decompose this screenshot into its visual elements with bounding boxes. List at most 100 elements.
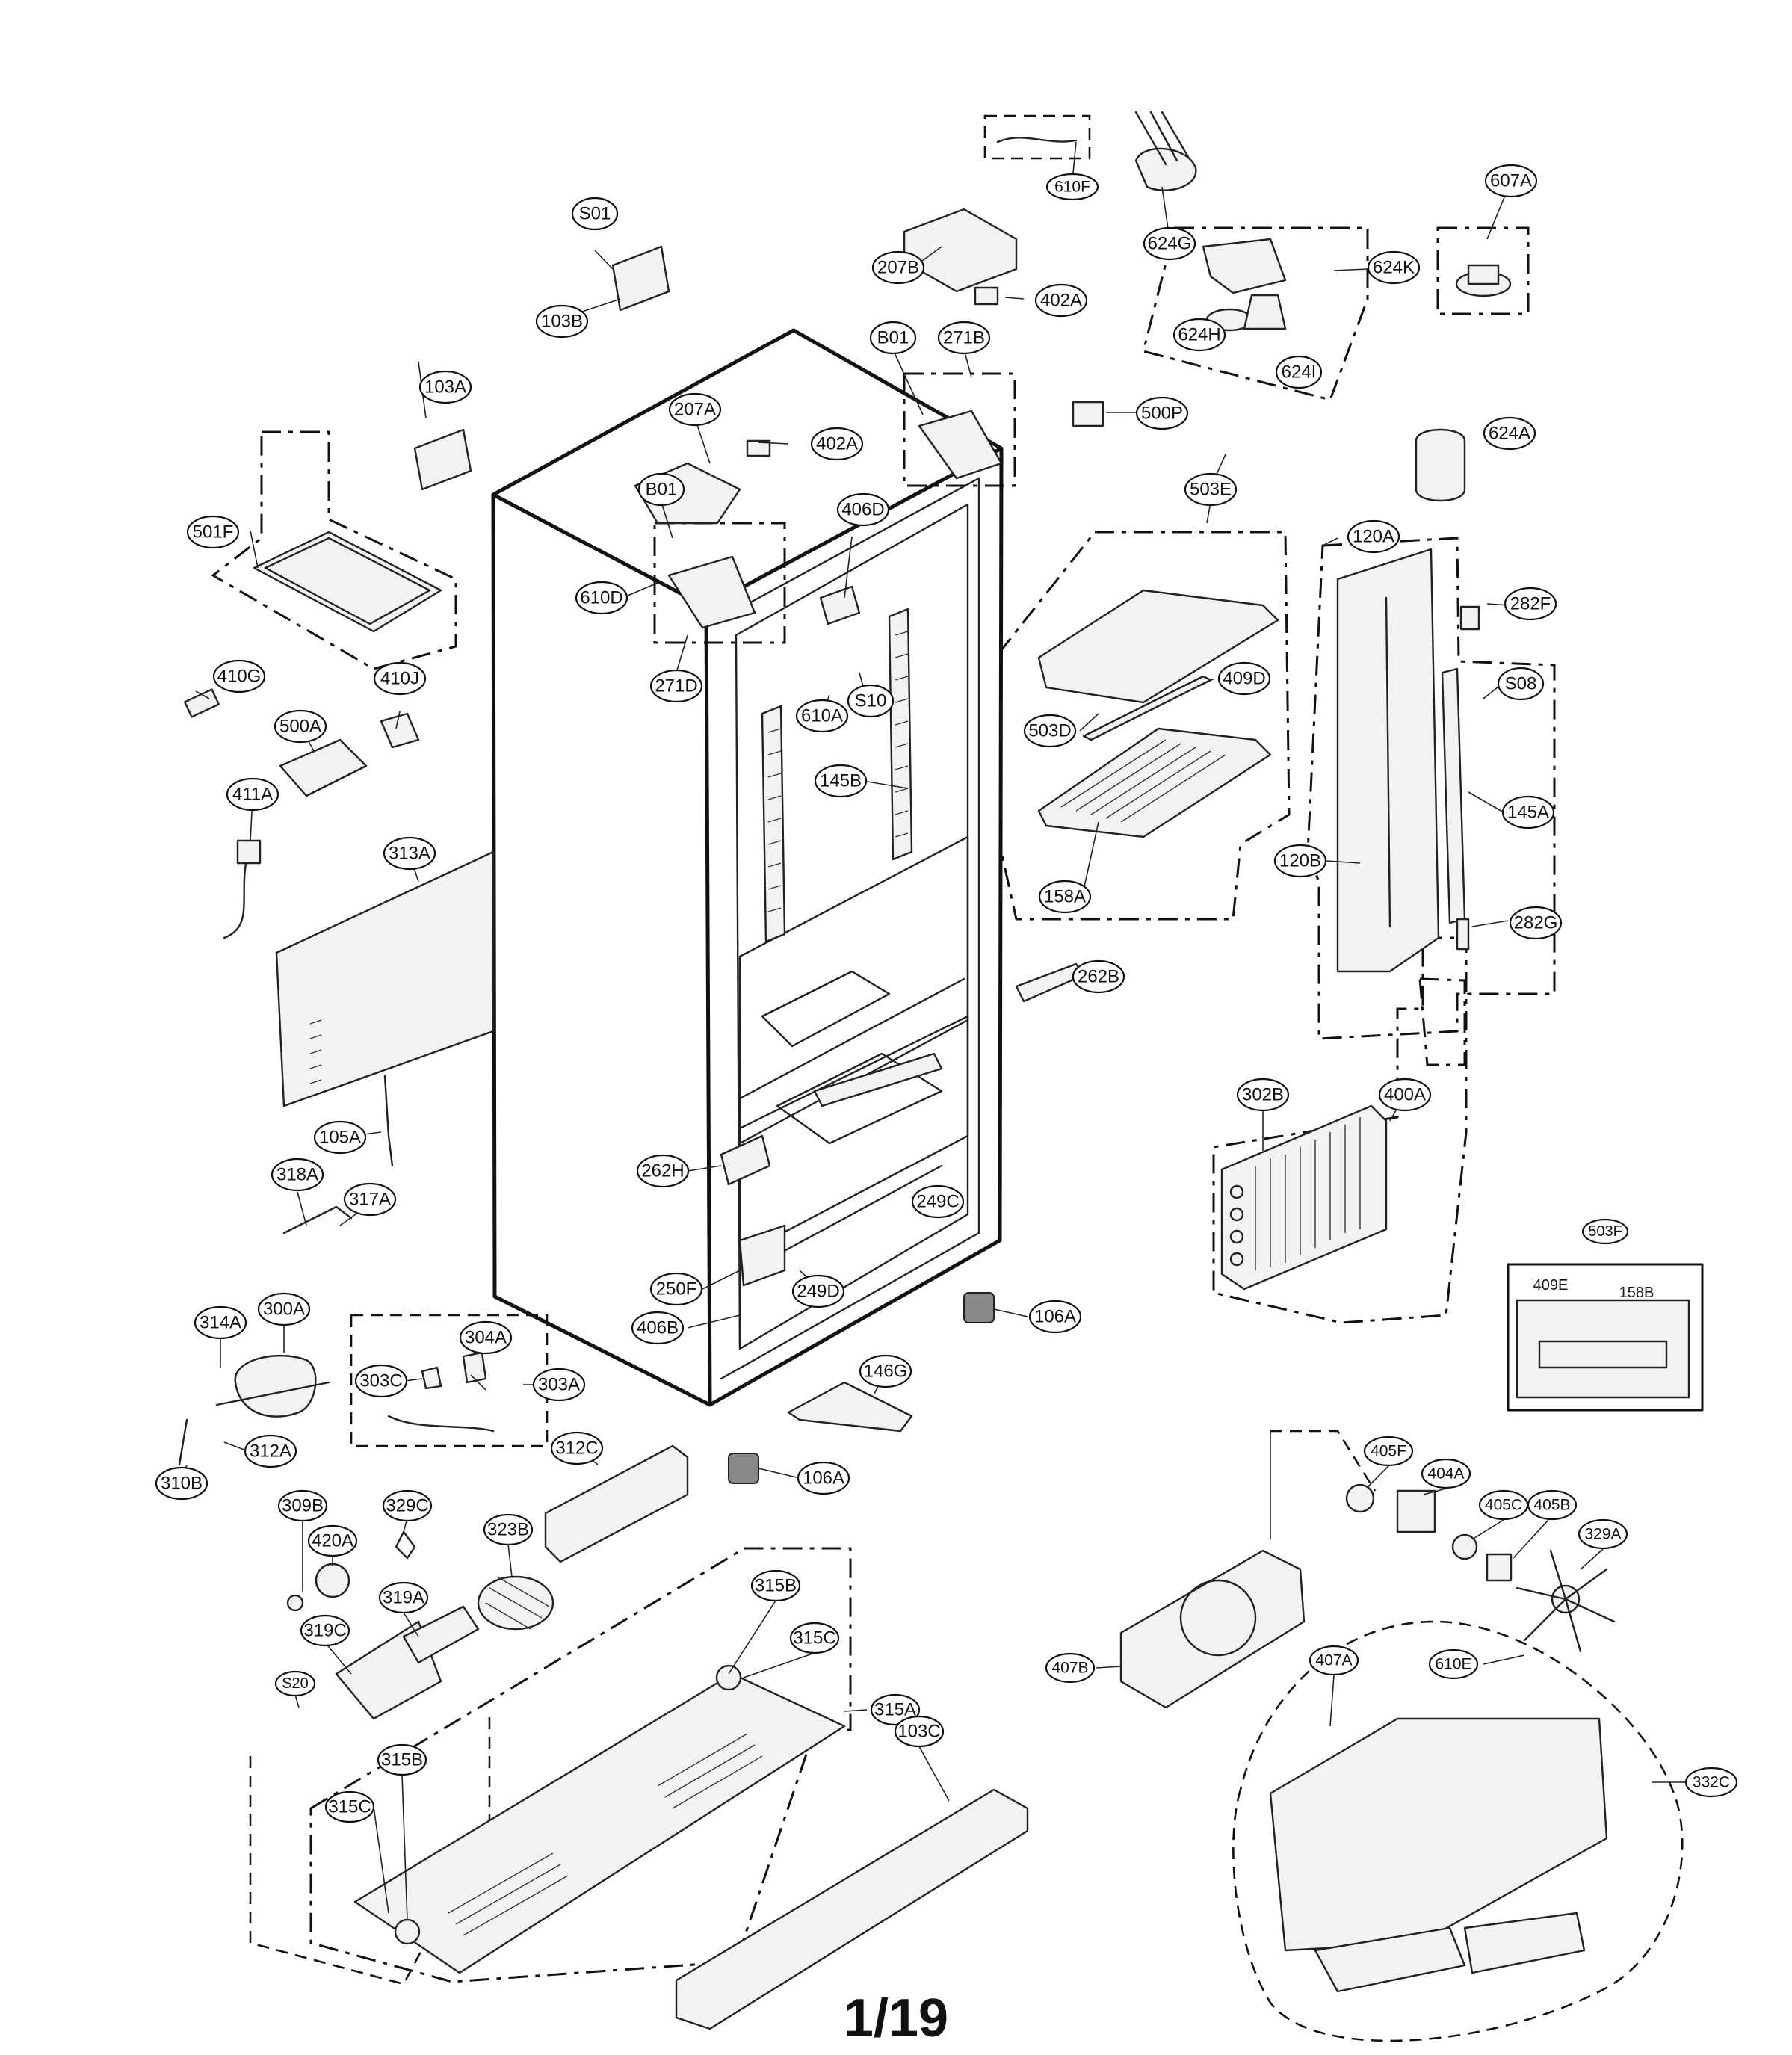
svg-text:332C: 332C bbox=[1693, 1774, 1730, 1791]
part-label: 329C bbox=[382, 1489, 433, 1522]
part-label: 410J bbox=[373, 661, 427, 696]
part-label: 282F bbox=[1504, 587, 1557, 621]
svg-text:503D: 503D bbox=[1028, 721, 1071, 741]
part-label: 120B bbox=[1273, 844, 1327, 878]
part-label: 406B bbox=[631, 1311, 685, 1345]
part-label: 317A bbox=[343, 1182, 397, 1217]
part-label: 405C bbox=[1478, 1489, 1529, 1521]
svg-text:207A: 207A bbox=[674, 400, 716, 420]
svg-text:319C: 319C bbox=[303, 1621, 346, 1641]
part-label: 319A bbox=[378, 1581, 429, 1614]
part-label: 624I bbox=[1275, 355, 1323, 389]
part-label: 500P bbox=[1135, 396, 1189, 430]
part-label: 302B bbox=[1236, 1078, 1290, 1112]
part-label: 303A bbox=[532, 1368, 586, 1402]
svg-text:315B: 315B bbox=[755, 1576, 797, 1596]
part-label: 282G bbox=[1509, 906, 1563, 940]
part-label: 106A bbox=[1028, 1300, 1082, 1334]
part-label: 318A bbox=[271, 1158, 324, 1192]
part-label: 610F bbox=[1045, 173, 1099, 201]
svg-text:B01: B01 bbox=[877, 328, 909, 348]
part-label: 409E bbox=[1533, 1277, 1569, 1294]
part-label: S08 bbox=[1497, 667, 1545, 701]
part-label: 103B bbox=[535, 304, 589, 339]
svg-text:317A: 317A bbox=[349, 1190, 391, 1210]
svg-text:250F: 250F bbox=[656, 1279, 697, 1300]
svg-text:262B: 262B bbox=[1078, 967, 1119, 987]
svg-text:329A: 329A bbox=[1584, 1526, 1621, 1543]
part-label: 404A bbox=[1421, 1458, 1471, 1489]
part-label: 314A bbox=[194, 1305, 247, 1340]
part-label: 410G bbox=[212, 659, 266, 693]
svg-text:407A: 407A bbox=[1315, 1652, 1352, 1669]
svg-text:303A: 303A bbox=[538, 1375, 580, 1395]
part-label: 420A bbox=[307, 1524, 358, 1557]
part-label: 262H bbox=[636, 1154, 690, 1188]
part-label: 319C bbox=[300, 1614, 350, 1647]
part-label: 407B bbox=[1045, 1652, 1096, 1684]
svg-text:312C: 312C bbox=[555, 1438, 598, 1459]
svg-text:207B: 207B bbox=[877, 258, 919, 278]
svg-text:407B: 407B bbox=[1051, 1660, 1088, 1677]
svg-text:329C: 329C bbox=[386, 1496, 428, 1516]
group-outlines bbox=[211, 114, 1704, 2042]
svg-text:610E: 610E bbox=[1435, 1656, 1471, 1673]
svg-text:105A: 105A bbox=[319, 1128, 361, 1148]
part-label: 406D bbox=[836, 492, 890, 527]
svg-text:106A: 106A bbox=[1034, 1307, 1076, 1327]
part-label: 405F bbox=[1363, 1436, 1414, 1467]
svg-text:500P: 500P bbox=[1141, 404, 1183, 424]
svg-text:406B: 406B bbox=[637, 1318, 679, 1338]
part-label: 610A bbox=[795, 699, 849, 733]
part-label: 315C bbox=[324, 1790, 375, 1823]
part-label: 501F bbox=[186, 515, 240, 549]
component-sketches bbox=[178, 111, 1690, 2030]
svg-text:314A: 314A bbox=[200, 1313, 241, 1333]
part-label: 145B bbox=[814, 764, 868, 798]
svg-text:624H: 624H bbox=[1178, 325, 1220, 345]
part-label: 500A bbox=[274, 709, 327, 744]
part-label: 315A bbox=[870, 1693, 921, 1726]
svg-text:624I: 624I bbox=[1282, 362, 1317, 383]
part-label: 312A bbox=[244, 1434, 297, 1468]
svg-text:S01: S01 bbox=[579, 204, 611, 224]
part-label: 145A bbox=[1501, 795, 1555, 829]
svg-text:315A: 315A bbox=[874, 1700, 916, 1720]
svg-text:500A: 500A bbox=[279, 717, 321, 737]
page-number: 1/19 bbox=[843, 1988, 949, 2048]
svg-text:103B: 103B bbox=[541, 312, 583, 332]
svg-text:624G: 624G bbox=[1148, 234, 1192, 254]
svg-text:624A: 624A bbox=[1489, 424, 1530, 444]
svg-text:503F: 503F bbox=[1588, 1223, 1622, 1240]
part-label: 332C bbox=[1684, 1767, 1738, 1798]
svg-text:420A: 420A bbox=[312, 1531, 353, 1551]
part-label: 607A bbox=[1484, 164, 1538, 198]
part-label: 312C bbox=[550, 1431, 604, 1465]
part-label: 271B bbox=[937, 321, 991, 355]
svg-text:404A: 404A bbox=[1427, 1465, 1464, 1483]
svg-text:405B: 405B bbox=[1533, 1497, 1570, 1514]
svg-text:B01: B01 bbox=[646, 480, 678, 500]
part-label: 146G bbox=[859, 1354, 912, 1388]
part-label: 103C bbox=[894, 1715, 945, 1748]
part-label: S01 bbox=[571, 197, 619, 231]
part-label: S10 bbox=[847, 684, 895, 718]
svg-text:610A: 610A bbox=[801, 706, 843, 726]
svg-text:402A: 402A bbox=[1040, 291, 1082, 311]
svg-text:319A: 319A bbox=[383, 1588, 424, 1608]
part-label: B01 bbox=[869, 321, 917, 355]
part-label: 271D bbox=[649, 669, 703, 703]
svg-text:310B: 310B bbox=[161, 1474, 203, 1494]
part-label: 323B bbox=[483, 1513, 534, 1546]
svg-text:106A: 106A bbox=[803, 1468, 844, 1489]
svg-text:501F: 501F bbox=[193, 522, 234, 543]
part-label: 503D bbox=[1023, 714, 1077, 748]
svg-text:402A: 402A bbox=[816, 434, 858, 454]
svg-text:145A: 145A bbox=[1507, 803, 1549, 823]
svg-text:409D: 409D bbox=[1223, 669, 1265, 689]
svg-text:410G: 410G bbox=[217, 667, 262, 687]
part-label: 624K bbox=[1367, 250, 1421, 285]
part-label: 624H bbox=[1172, 318, 1226, 352]
svg-text:309B: 309B bbox=[282, 1496, 324, 1516]
